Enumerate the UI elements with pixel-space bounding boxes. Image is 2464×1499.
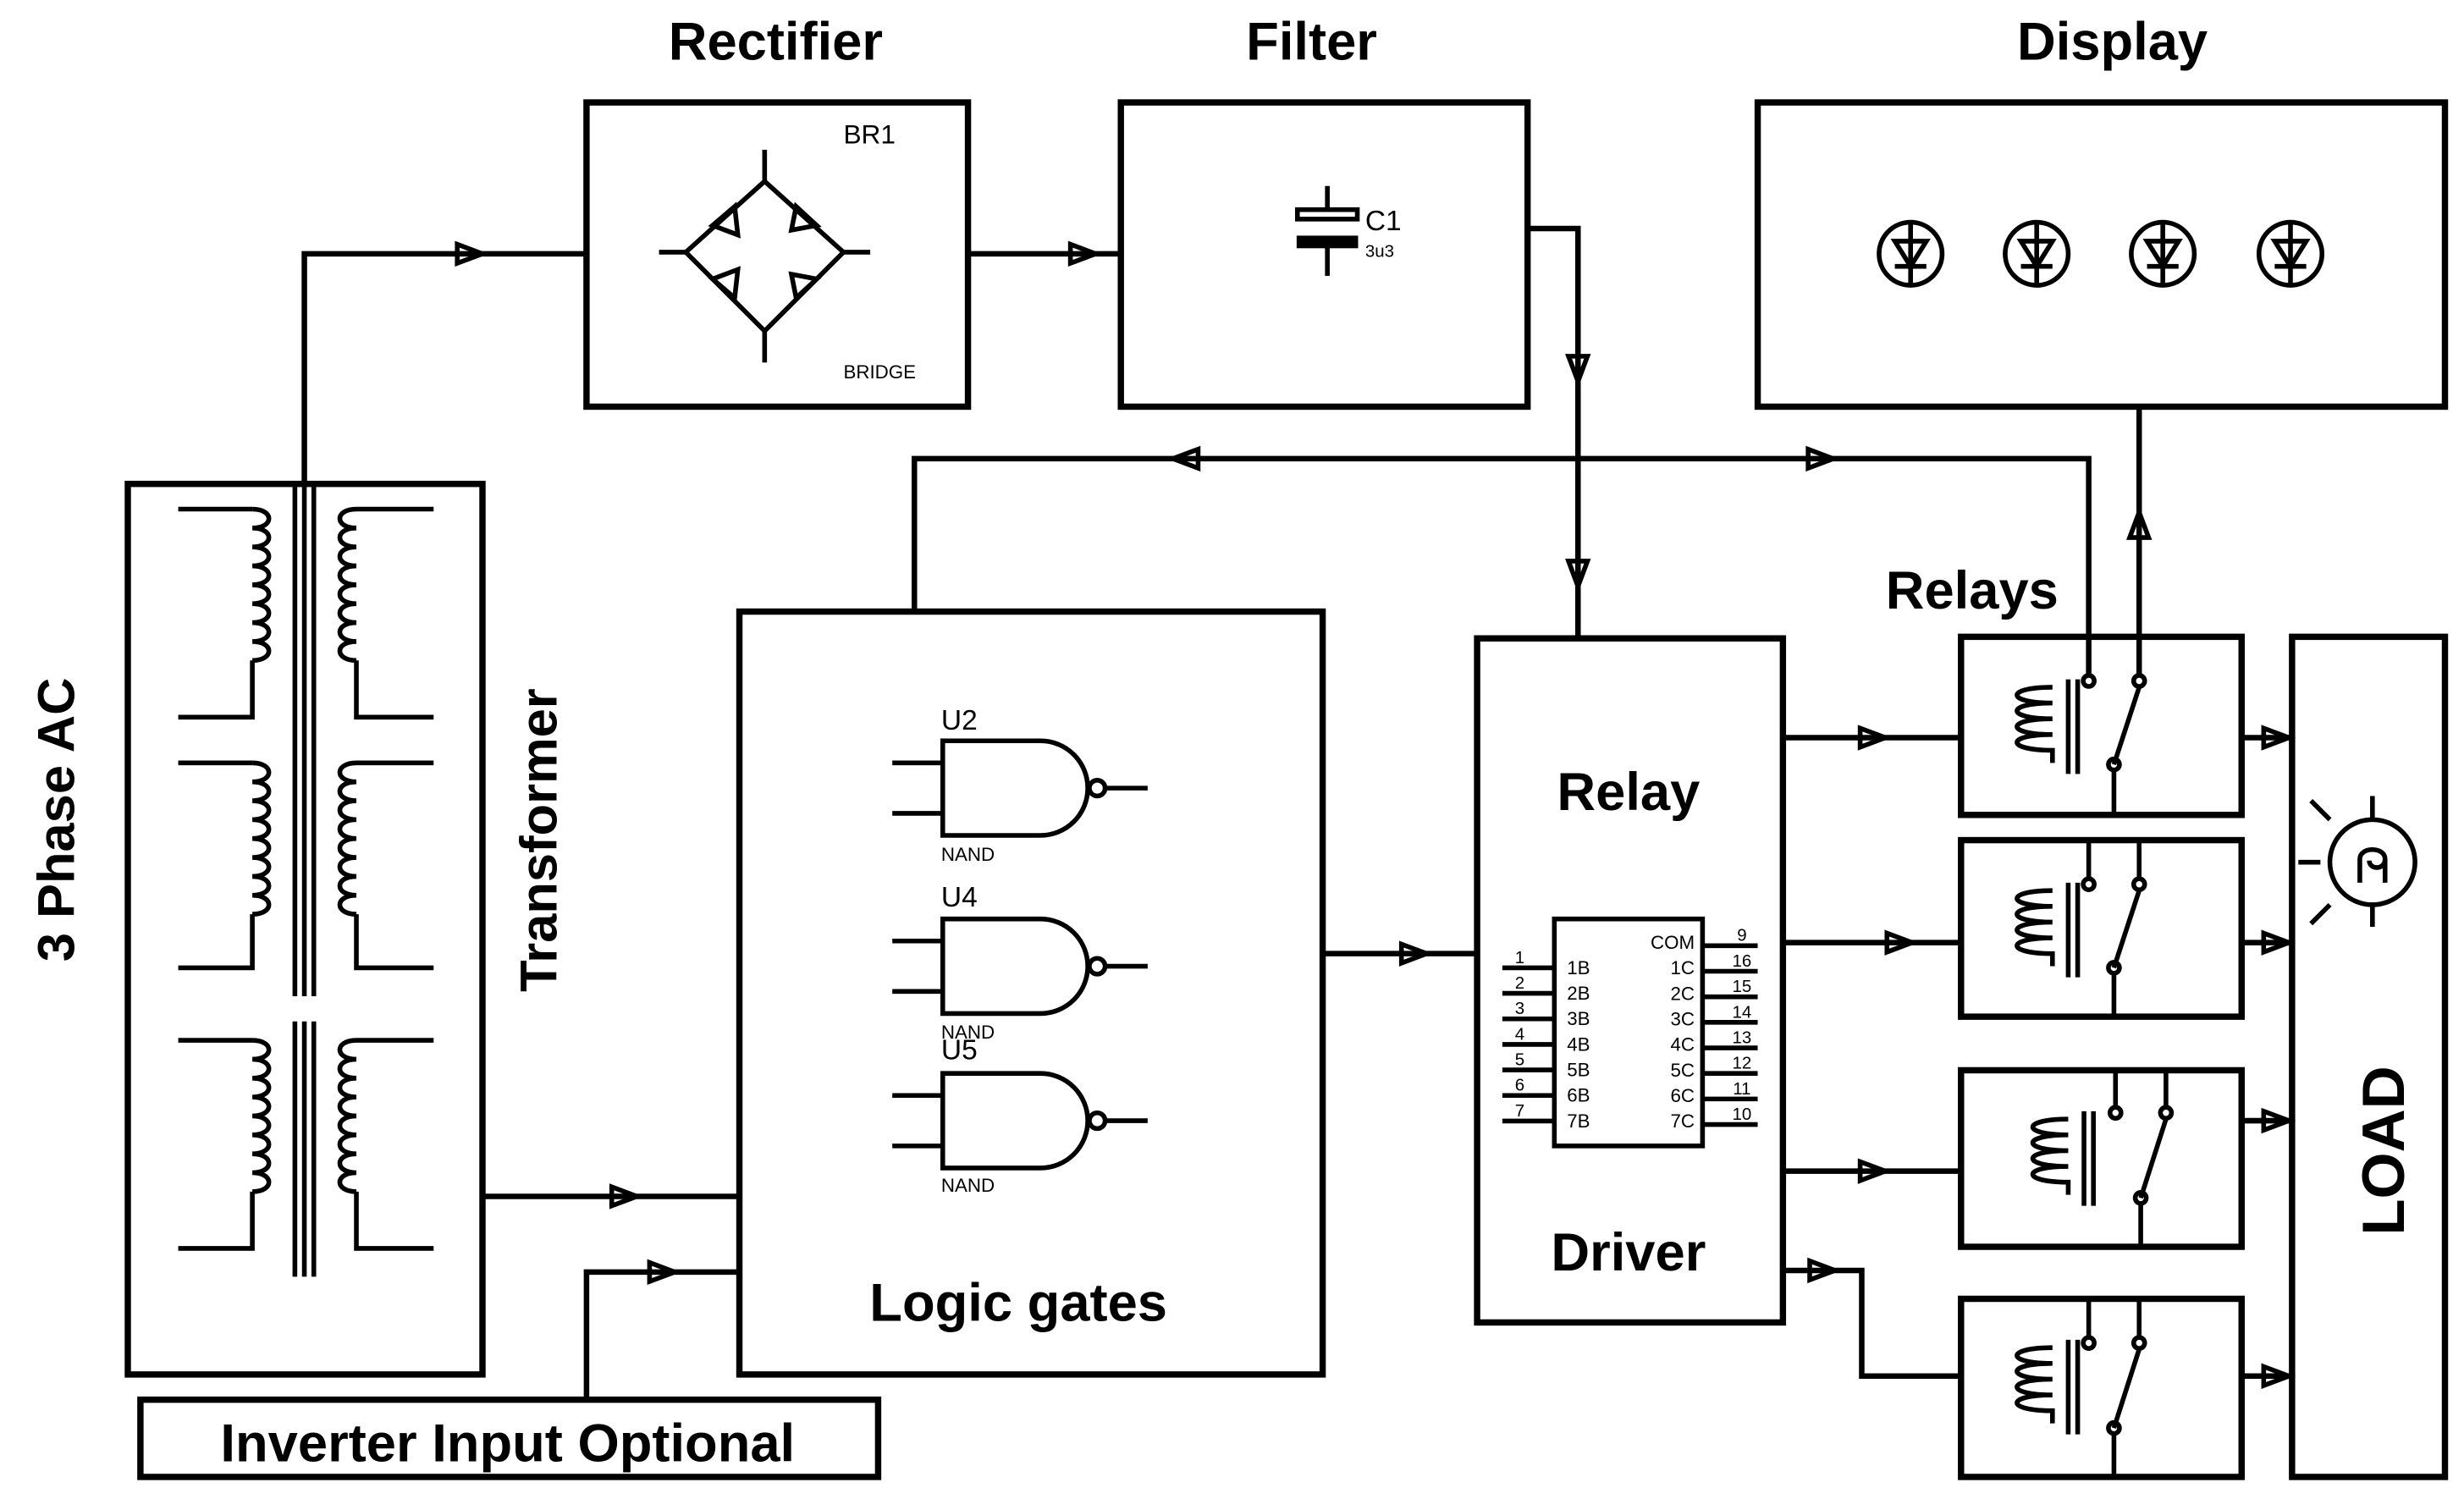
ic-pin-name: 5B [1567, 1060, 1590, 1081]
inverter-input-label: Inverter Input Optional [220, 1414, 795, 1473]
ic-pin-name: 7C [1671, 1110, 1695, 1132]
ic-pin-name: 1C [1671, 957, 1695, 978]
filter-block [1117, 99, 1531, 411]
ic-pin-name: 6C [1671, 1085, 1695, 1106]
filter-title: Filter [1246, 13, 1377, 72]
ic-pin-number: 2 [1515, 973, 1524, 993]
lamp-icon [2298, 796, 2417, 928]
ic-pin-number: 13 [1733, 1028, 1752, 1047]
ic-pin-number: 12 [1733, 1054, 1752, 1073]
ic-pin-number: 1 [1515, 948, 1524, 967]
relay-block [1958, 836, 2245, 1020]
relay-block [1958, 1066, 2245, 1250]
load-label: LOAD [2350, 1066, 2417, 1235]
nand-gate-icon [892, 741, 1148, 835]
driver-label: Driver [1551, 1223, 1706, 1282]
ic-pin-number: 11 [1733, 1079, 1750, 1099]
ic-pin-name: 2B [1567, 983, 1590, 1004]
logic-gates-label: Logic gates [869, 1274, 1167, 1333]
ic-pin-name: 6B [1567, 1085, 1590, 1106]
gate-ref: U5 [941, 1034, 978, 1066]
transformer-label: Transformer [510, 688, 569, 992]
led-icon [2259, 223, 2322, 285]
ic-pin-number: 6 [1515, 1076, 1524, 1095]
driver-ic-pins: 1 1B 2 2B 3 3B 4 4B 5 5B 6 6B 7 7B 9 COM 16 1C 15 2C 14 3C 13 4… [1502, 926, 1758, 1132]
ic-pin-number: 3 [1515, 999, 1524, 1018]
transformer-icon [178, 483, 434, 1277]
ic-pin-name: 5C [1671, 1060, 1695, 1081]
capacitor-icon [1294, 185, 1360, 276]
logic-gates-block [736, 608, 1326, 1378]
display-block [1754, 99, 2449, 411]
ic-pin-number: 14 [1733, 1002, 1752, 1022]
led-icon [2131, 223, 2194, 285]
capacitor-ref: C1 [1365, 206, 1402, 237]
relays-label: Relays [1886, 561, 2059, 620]
ic-pin-number: 5 [1515, 1050, 1524, 1070]
load-block [2289, 633, 2449, 1480]
relay-driver-block [1474, 635, 1787, 1326]
ic-pin-name: 2C [1671, 983, 1695, 1004]
rectifier-ref: BR1 [843, 118, 896, 149]
ic-pin-name: 7B [1567, 1110, 1590, 1132]
relay-block [1958, 1295, 2245, 1480]
ic-pin-number: 16 [1733, 951, 1752, 971]
led-icon [1879, 223, 1942, 285]
rectifier-title: Rectifier [669, 13, 883, 72]
ic-pin-number: 7 [1515, 1101, 1524, 1121]
gate-ref: U2 [941, 705, 978, 736]
nand-gate-icon [892, 1073, 1148, 1168]
ic-pin-name: 4C [1671, 1034, 1695, 1055]
ic-pin-name: 1B [1567, 957, 1590, 978]
relay-switch-icon [2081, 673, 2175, 1477]
relay-block [1958, 633, 2245, 818]
display-title: Display [2017, 13, 2208, 72]
ic-pin-number: 9 [1737, 926, 1746, 945]
three-phase-ac-label: 3 Phase AC [28, 677, 86, 962]
led-icon [2005, 223, 2068, 285]
nand-gate-icon [892, 919, 1148, 1014]
ic-pin-number: 10 [1733, 1105, 1752, 1124]
relay-coil-icon [2017, 680, 2093, 1435]
ic-pin-name: 3B [1567, 1008, 1590, 1029]
inverter-input-box [137, 1396, 882, 1480]
gate-type: NAND [941, 1175, 995, 1196]
gate-type: NAND [941, 1022, 995, 1043]
rectifier-part: BRIDGE [843, 361, 916, 383]
ic-pin-number: 15 [1733, 977, 1752, 996]
ic-pin-number: 4 [1515, 1024, 1524, 1044]
bridge-rectifier-icon [659, 149, 871, 363]
gate-type: NAND [941, 844, 995, 865]
signal-wires [301, 225, 2292, 1400]
ic-pin-name: COM [1651, 932, 1695, 953]
capacitor-value: 3u3 [1365, 242, 1394, 262]
ic-pin-name: 4B [1567, 1033, 1590, 1055]
driver-ic-body [1552, 916, 1706, 1149]
gate-ref: U4 [941, 882, 978, 913]
relay-label: Relay [1557, 763, 1700, 822]
ic-pin-name: 3C [1671, 1009, 1695, 1030]
